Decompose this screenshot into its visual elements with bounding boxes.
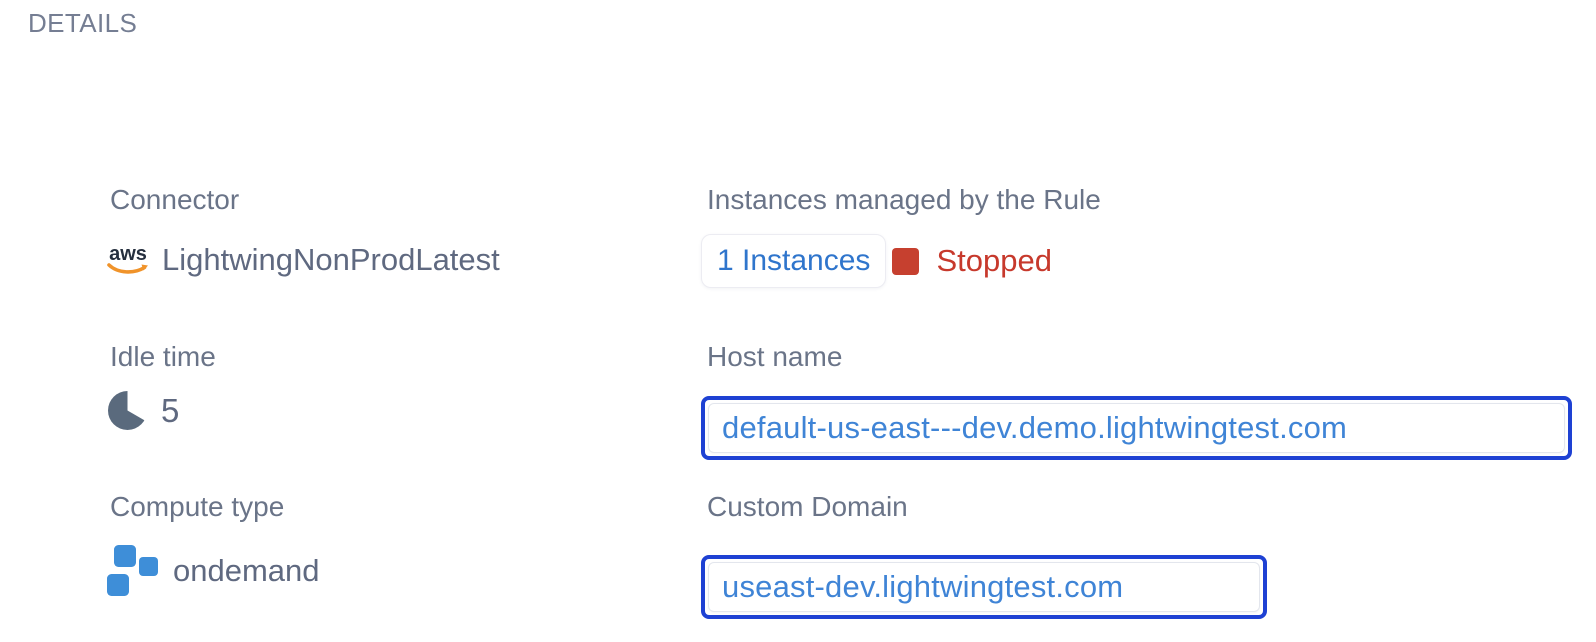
custom-domain-inner-field: useast-dev.lightwingtest.com [708, 562, 1260, 612]
idle-time-value-row: 5 [107, 390, 179, 431]
instances-label: Instances managed by the Rule [707, 184, 1101, 215]
connector-name: LightwingNonProdLatest [162, 242, 500, 277]
connector-label: Connector [110, 184, 240, 215]
connector-value-row: aws LightwingNonProdLatest [105, 238, 500, 282]
compute-type-value-row: ondemand [106, 544, 320, 597]
aws-icon: aws [107, 243, 148, 274]
host-name-field[interactable]: default-us-east---dev.demo.lightwingtest… [701, 396, 1572, 460]
details-heading: DETAILS [28, 8, 138, 38]
host-name-inner-field: default-us-east---dev.demo.lightwingtest… [708, 403, 1565, 453]
custom-domain-link[interactable]: useast-dev.lightwingtest.com [722, 569, 1124, 604]
custom-domain-label: Custom Domain [707, 491, 908, 522]
compute-squares-icon [107, 545, 158, 596]
idle-time-label: Idle time [110, 341, 216, 372]
host-name-label: Host name [707, 341, 843, 372]
stopped-status-text: Stopped [936, 243, 1052, 278]
instances-count-link[interactable]: 1 Instances [701, 234, 887, 288]
pie-clock-icon [108, 390, 148, 430]
stopped-status-icon [892, 247, 920, 275]
host-name-link[interactable]: default-us-east---dev.demo.lightwingtest… [722, 410, 1348, 445]
instances-value-row: 1 Instances Stopped [701, 234, 1052, 288]
compute-type-value: ondemand [173, 552, 320, 588]
svg-text:aws: aws [109, 243, 147, 265]
custom-domain-field[interactable]: useast-dev.lightwingtest.com [701, 555, 1267, 619]
idle-time-value: 5 [161, 391, 180, 429]
compute-type-label: Compute type [110, 491, 285, 522]
